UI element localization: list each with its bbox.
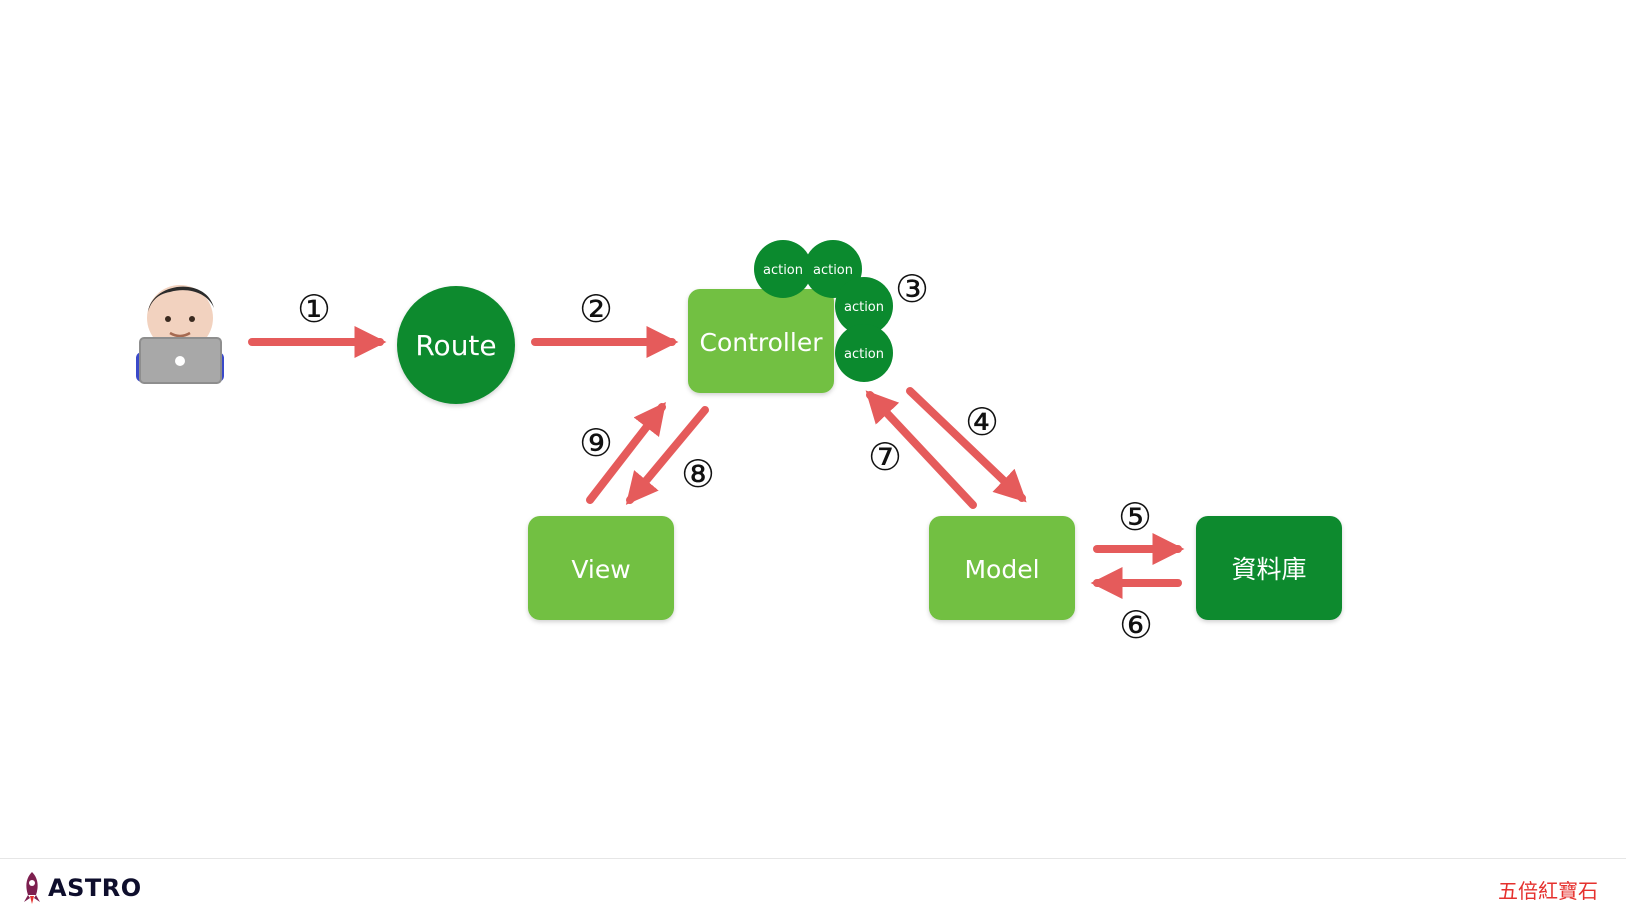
- company-name: 五倍紅寶石: [1498, 879, 1598, 903]
- brand-logo: ASTRO: [22, 871, 142, 905]
- arrow-controller-to-view: [625, 406, 709, 505]
- user-at-laptop-icon: [136, 285, 224, 384]
- step-7-label: ⑦: [868, 435, 902, 479]
- controller-node: Controller: [688, 289, 834, 393]
- database-node: 資料庫: [1196, 516, 1342, 620]
- controller-label: Controller: [700, 328, 824, 357]
- action-label: action: [763, 263, 803, 278]
- footer-bar: ASTRO 五倍紅寶石: [0, 858, 1626, 915]
- rocket-icon: [24, 872, 40, 904]
- model-node: Model: [929, 516, 1075, 620]
- arrows: [248, 326, 1185, 599]
- action-label: action: [813, 263, 853, 278]
- model-label: Model: [964, 555, 1039, 584]
- step-1-label: ①: [297, 287, 331, 331]
- step-9-label: ⑨: [579, 421, 613, 465]
- action-label: action: [844, 347, 884, 362]
- step-labels: ① ② ③ ④ ⑤ ⑥ ⑦ ⑧ ⑨: [297, 267, 1153, 647]
- action-badges: action action action action: [754, 240, 893, 382]
- step-8-label: ⑧: [681, 452, 715, 496]
- step-5-label: ⑤: [1118, 495, 1152, 539]
- step-3-label: ③: [895, 267, 929, 311]
- view-label: View: [571, 555, 630, 584]
- database-label: 資料庫: [1231, 555, 1306, 584]
- step-6-label: ⑥: [1119, 603, 1153, 647]
- arrow-model-to-controller: [865, 390, 977, 509]
- step-2-label: ②: [579, 287, 613, 331]
- action-badge: action: [835, 324, 893, 382]
- step-4-label: ④: [965, 400, 999, 444]
- arrow-controller-to-model: [906, 387, 1027, 503]
- route-node: Route: [397, 286, 515, 404]
- brand-name: ASTRO: [48, 874, 142, 902]
- action-badge: action: [835, 277, 893, 335]
- view-node: View: [528, 516, 674, 620]
- route-label: Route: [415, 329, 496, 362]
- arrow-view-to-controller: [586, 401, 666, 504]
- mvc-diagram: Route Controller action action action: [136, 240, 1342, 647]
- action-label: action: [844, 300, 884, 315]
- action-badge: action: [754, 240, 812, 298]
